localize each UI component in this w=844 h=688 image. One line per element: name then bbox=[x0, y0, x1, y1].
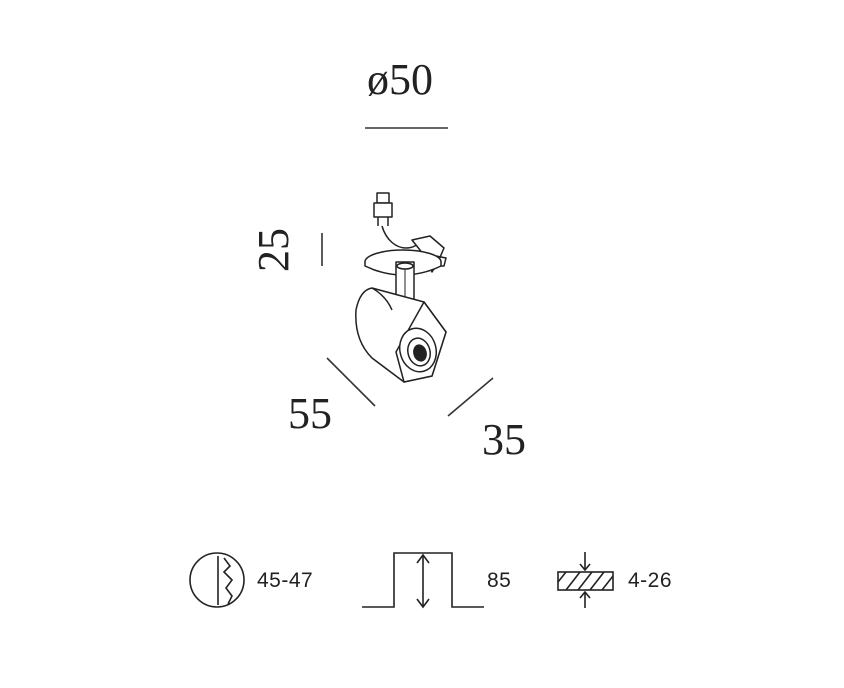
spotlight-drawing bbox=[355, 192, 447, 383]
width-label: 35 bbox=[482, 415, 526, 464]
ceiling-cutout-icon bbox=[189, 552, 245, 608]
ceiling-thickness-value: 4-26 bbox=[628, 569, 673, 592]
diameter-label: ø50 bbox=[367, 55, 433, 104]
ceiling-cutout-value: 45-47 bbox=[257, 569, 314, 592]
length-label: 55 bbox=[288, 389, 332, 438]
width-dimension-line bbox=[447, 377, 494, 417]
height-label: 25 bbox=[249, 228, 298, 272]
ceiling-thickness-icon bbox=[557, 552, 614, 608]
recess-depth-icon bbox=[362, 552, 484, 609]
recess-depth-value: 85 bbox=[487, 569, 512, 592]
length-dimension-line bbox=[326, 357, 376, 407]
